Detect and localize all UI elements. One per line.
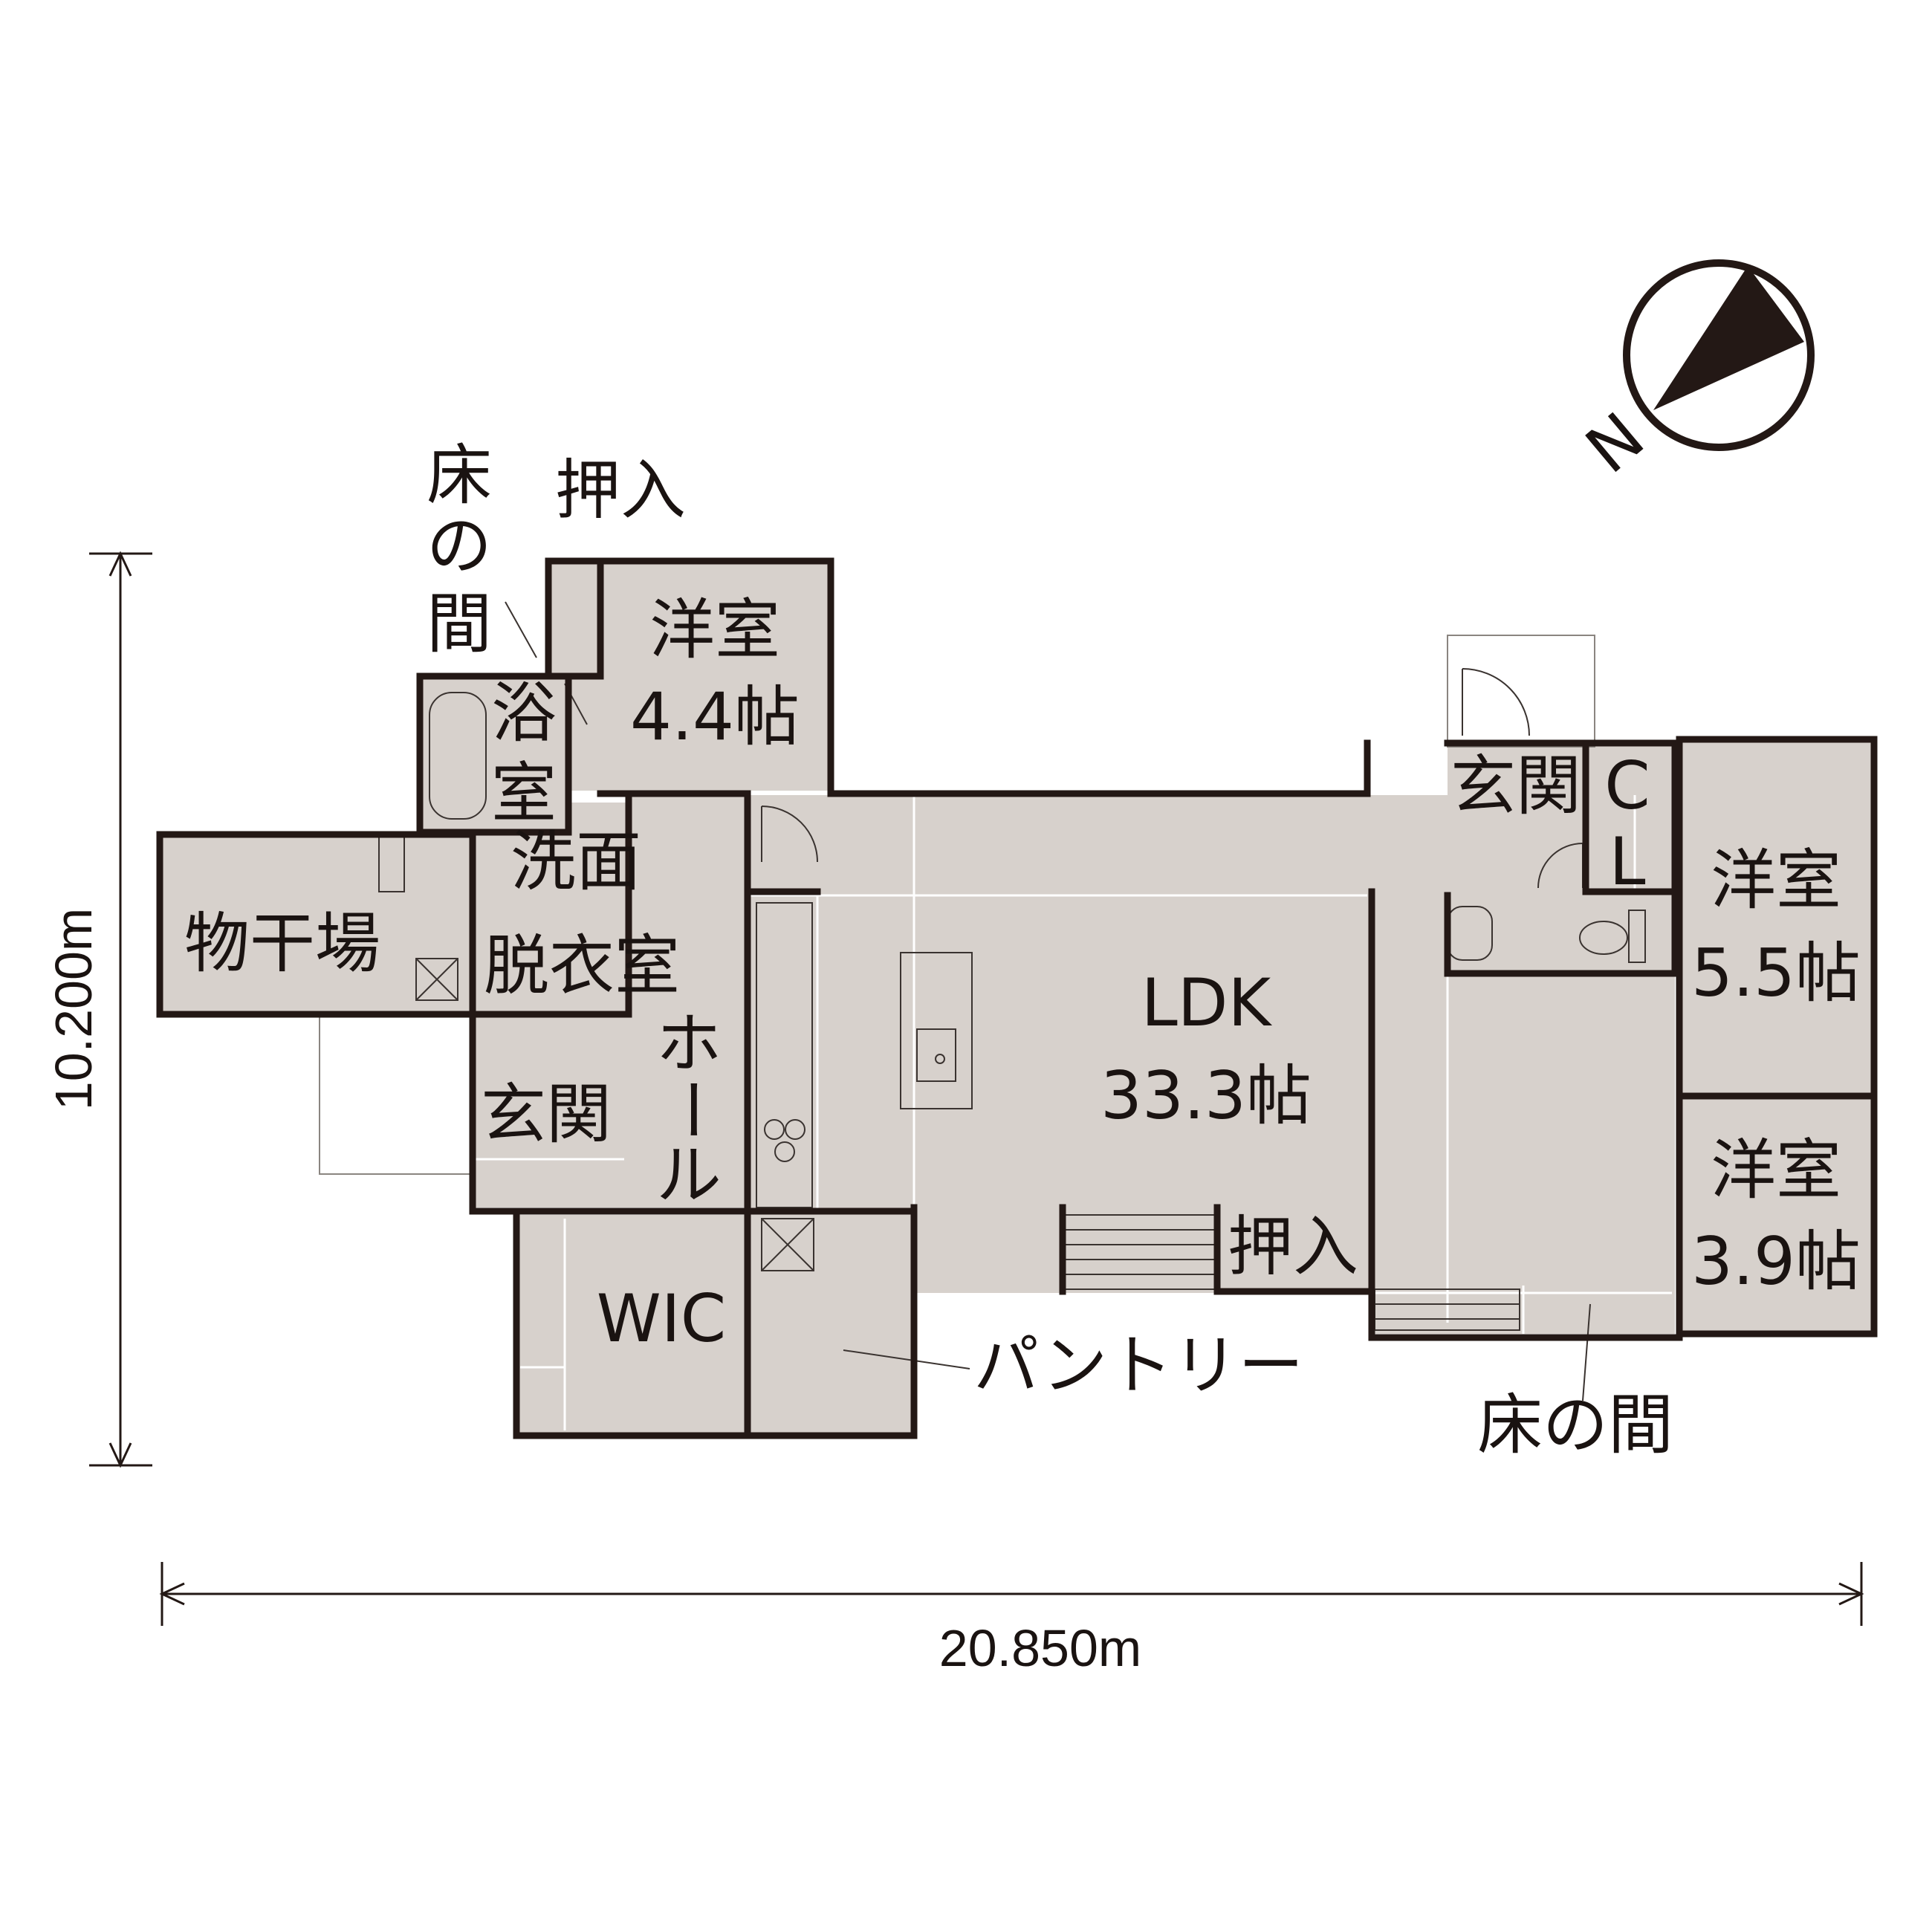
room-label-cl-1: C xyxy=(1604,748,1650,824)
room-labels: 洋室 4.4帖 浴 室 洗面 脱衣室 物干場 玄関 ホ ー ル WIC パントリ… xyxy=(184,591,1861,1463)
room-east-fill xyxy=(1372,892,1675,1334)
callout-tokonoma-1: 床 xyxy=(427,437,492,513)
room-size-youshitsu-55: 5.5帖 xyxy=(1691,935,1861,1011)
room-corridor-fill xyxy=(748,795,1372,892)
callout-tokonoma-2: の xyxy=(427,508,492,584)
room-label-genkan-right: 玄関 xyxy=(1450,748,1581,824)
room-size-youshitsu-44: 4.4帖 xyxy=(630,678,800,755)
outdoor-deck xyxy=(319,1014,473,1175)
room-youshitsu-55-fill xyxy=(1679,739,1871,1095)
room-label-senmen-2: 脱衣室 xyxy=(484,927,680,1004)
kitchen-sink xyxy=(916,1028,956,1082)
room-label-hall-2: ー xyxy=(653,1077,730,1142)
room-label-youshitsu-55: 洋室 xyxy=(1711,842,1841,918)
room-senmen-fill xyxy=(473,803,629,1014)
dimension-height: 10.200m xyxy=(45,551,152,1468)
room-label-genkan-left: 玄関 xyxy=(481,1076,612,1153)
room-hall-fill xyxy=(629,795,748,1208)
north-arrow: N xyxy=(1572,259,1815,488)
room-cl-fill xyxy=(1586,745,1675,893)
stove-icon xyxy=(764,1119,785,1140)
room-label-monohoshi: 物干場 xyxy=(184,905,380,982)
room-label-oshiire-mid: 押入 xyxy=(1228,1208,1358,1285)
room-wic-pantry-fill xyxy=(516,1215,914,1434)
entrance-porch xyxy=(1447,635,1595,748)
kitchen-counter xyxy=(756,902,813,1208)
room-size-youshitsu-39: 3.9帖 xyxy=(1691,1223,1861,1300)
room-fills xyxy=(162,563,1871,1434)
room-size-ldk: 33.3帖 xyxy=(1100,1057,1312,1134)
width-dimension-label: 20.850m xyxy=(939,1619,1141,1677)
room-label-hall-1: ホ xyxy=(656,1005,722,1082)
callout-oshiire-top: 押入 xyxy=(555,452,686,528)
compass-needle-icon xyxy=(1653,266,1804,410)
walls xyxy=(156,557,1878,1439)
room-label-pantry: パントリー xyxy=(973,1327,1303,1404)
room-label-youshitsu-44: 洋室 xyxy=(649,591,780,668)
room-oshiire-top-fill xyxy=(550,563,602,682)
room-label-youshitsu-39: 洋室 xyxy=(1711,1132,1841,1208)
room-label-bath-2: 室 xyxy=(491,755,557,832)
room-label-wic: WIC xyxy=(597,1280,726,1357)
washing-machine xyxy=(415,958,458,1001)
room-youshitsu-39-fill xyxy=(1679,1098,1871,1333)
room-genkan-right-fill xyxy=(1448,745,1586,817)
height-dimension-label: 10.200m xyxy=(45,908,103,1110)
callout-labels: 床 の 間 押入 xyxy=(427,437,686,662)
room-monohoshi-fill xyxy=(162,836,473,1014)
pantry-vent xyxy=(761,1218,814,1271)
room-label-cl-2: L xyxy=(1609,823,1645,900)
room-label-hall-3: ル xyxy=(656,1137,722,1213)
dimension-width: 20.850m xyxy=(159,1562,1864,1677)
room-label-tokonoma-bottom: 床の間 xyxy=(1477,1387,1673,1463)
door-swing xyxy=(1462,668,1530,736)
toilet xyxy=(1579,921,1628,955)
room-label-senmen-1: 洗面 xyxy=(510,823,641,900)
room-label-bath-1: 浴 xyxy=(491,675,557,751)
kitchen-island xyxy=(900,952,973,1109)
callout-tokonoma-3: 間 xyxy=(427,586,492,662)
room-label-ldk: LDK xyxy=(1141,965,1273,1041)
bathtub xyxy=(429,692,487,820)
room-genkan-left-fill xyxy=(473,1014,629,1208)
